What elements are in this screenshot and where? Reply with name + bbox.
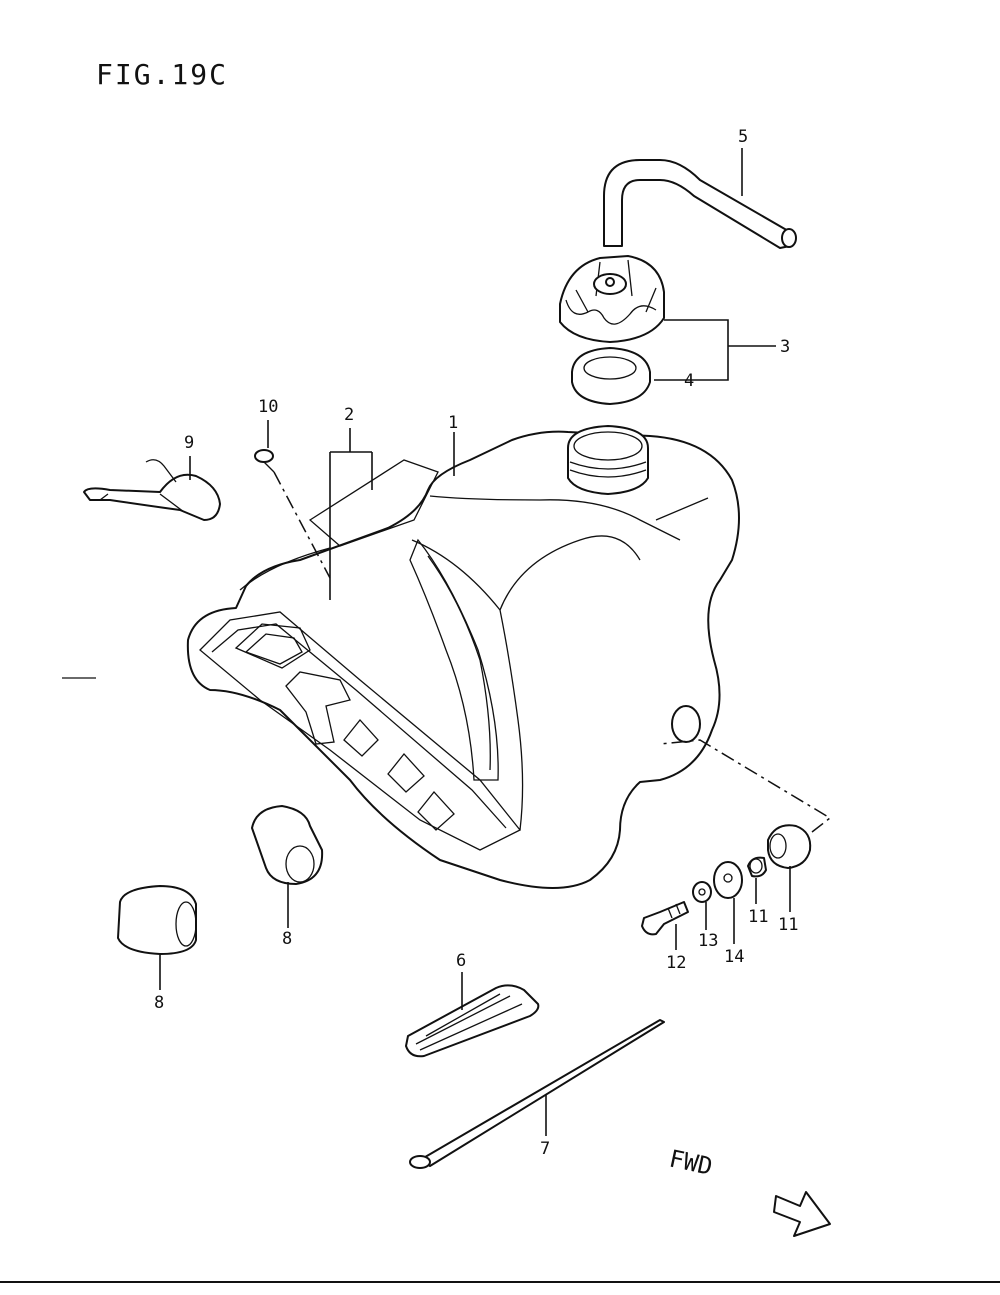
- callout-15: 14: [724, 947, 744, 967]
- cap-gasket: [571, 347, 651, 405]
- washer-small: [692, 881, 712, 903]
- strap: [409, 1019, 665, 1169]
- callout-10: 10: [258, 397, 278, 417]
- callout-9: 9: [184, 433, 194, 453]
- bolt: [641, 901, 689, 936]
- callout-5: 5: [738, 127, 748, 147]
- forward-indicator: FWD: [667, 1144, 831, 1237]
- cushion-upper: [251, 805, 324, 885]
- callout-2: 2: [344, 405, 354, 425]
- callout-3: 3: [780, 337, 790, 357]
- fuel-tank: [186, 425, 740, 889]
- side-decal: [239, 459, 439, 591]
- washer-large: [713, 861, 743, 899]
- figure-title: FIG.19C: [96, 58, 228, 91]
- collar: [747, 856, 767, 878]
- callout-8-upper: 8: [282, 929, 292, 949]
- callout-4: 4: [684, 371, 694, 391]
- callout-12: 11: [778, 915, 798, 935]
- bottom-border: [0, 1281, 1000, 1283]
- fwd-label: FWD: [667, 1144, 715, 1180]
- screw: [254, 449, 275, 473]
- grommet: [767, 824, 812, 869]
- breather-hose: [603, 159, 797, 249]
- pad: [405, 984, 540, 1058]
- callout-7: 7: [540, 1139, 550, 1159]
- fuel-cap: [559, 255, 665, 343]
- cushion-lower: [117, 885, 197, 955]
- callout-13: 12: [666, 953, 686, 973]
- callout-14: 13: [698, 931, 718, 951]
- callout-1: 1: [448, 413, 458, 433]
- forward-arrow-icon: [773, 1191, 831, 1237]
- callout-8-lower: 8: [154, 993, 164, 1013]
- callout-11: 11: [748, 907, 768, 927]
- callout-6: 6: [456, 951, 466, 971]
- tank-clip: [83, 459, 221, 521]
- leader-lines: [159, 148, 832, 1136]
